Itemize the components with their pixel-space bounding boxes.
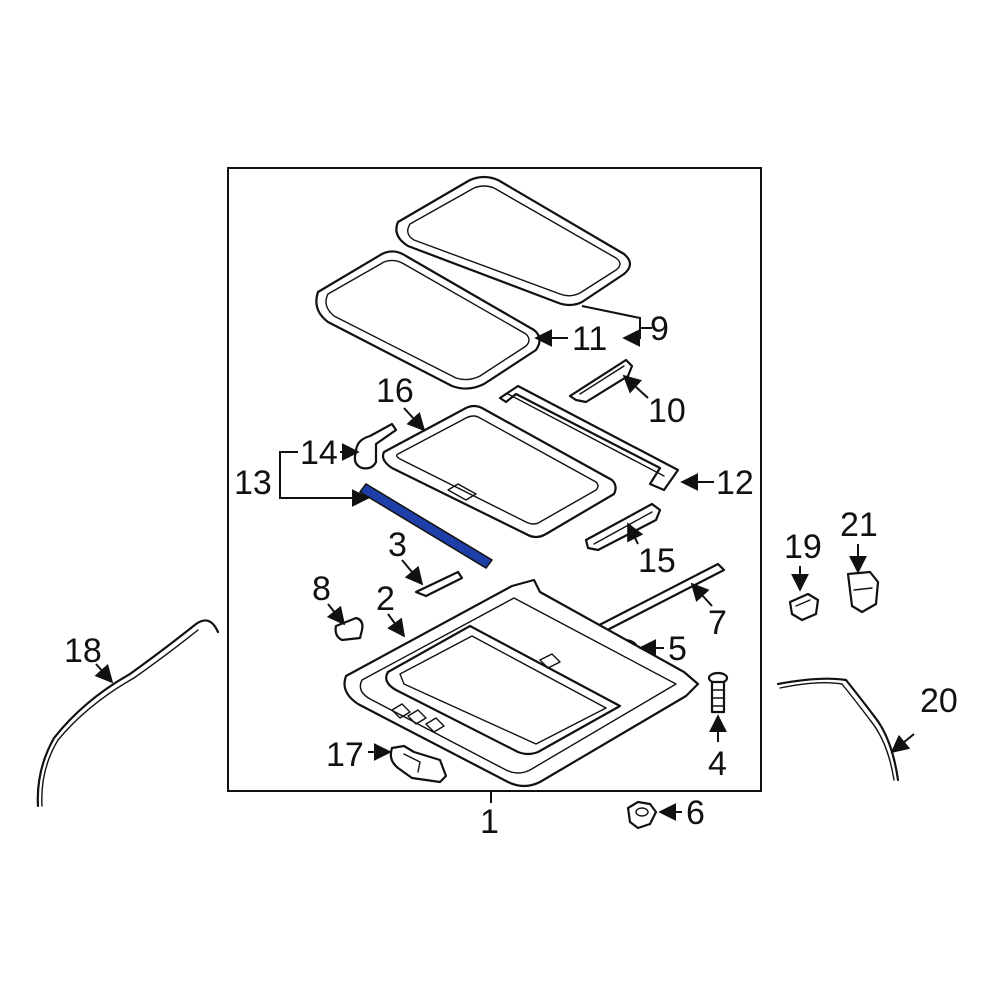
callout-4: 4: [708, 745, 727, 783]
part-21-clip[interactable]: [846, 570, 880, 614]
callout-18: 18: [64, 632, 102, 670]
part-6-nut[interactable]: [626, 800, 658, 830]
callout-11: 11: [572, 320, 607, 358]
part-10-bracket[interactable]: [568, 358, 634, 404]
part-16-sunshade[interactable]: [381, 404, 617, 539]
part-18-drain-hose[interactable]: [36, 619, 220, 808]
part-14-clip[interactable]: [353, 422, 398, 470]
part-20-drain-hose[interactable]: [776, 677, 900, 782]
part-8-cap[interactable]: [334, 616, 364, 642]
callout-21: 21: [840, 506, 878, 544]
part-13-weatherstrip[interactable]: [358, 483, 494, 569]
callout-16: 16: [376, 372, 414, 410]
part-12-deflector[interactable]: [498, 384, 680, 492]
callout-14: 14: [300, 434, 338, 472]
part-11-glass-seal[interactable]: [315, 250, 541, 390]
callout-6: 6: [686, 794, 705, 832]
part-4-bolt[interactable]: [707, 671, 729, 714]
callout-3: 3: [388, 526, 407, 564]
callout-2: 2: [376, 580, 395, 618]
callout-1: 1: [480, 803, 499, 841]
part-2-sunroof-frame[interactable]: [343, 578, 700, 788]
part-19-connector[interactable]: [788, 592, 820, 622]
callout-13: 13: [234, 464, 272, 502]
callout-8: 8: [312, 570, 331, 608]
callout-9: 9: [650, 310, 669, 348]
callout-12: 12: [716, 464, 754, 502]
callout-leaders: [94, 305, 915, 821]
callout-10: 10: [648, 392, 686, 430]
callout-7: 7: [708, 604, 727, 642]
part-3-guide-strip[interactable]: [414, 570, 464, 598]
callout-20: 20: [920, 682, 958, 720]
part-17-motor[interactable]: [389, 744, 448, 784]
callout-labels: 1 2 3 4 5 6 7 8 9 10 11 12 13 14 15 16 1…: [64, 310, 958, 841]
callout-15: 15: [638, 542, 676, 580]
part-15-rail-bracket[interactable]: [584, 502, 662, 552]
callout-19: 19: [784, 528, 822, 566]
callout-5: 5: [668, 630, 687, 668]
assembly-boundary-box: [227, 167, 762, 792]
callout-17: 17: [326, 736, 364, 774]
part-9-glass-panel[interactable]: [395, 175, 632, 307]
